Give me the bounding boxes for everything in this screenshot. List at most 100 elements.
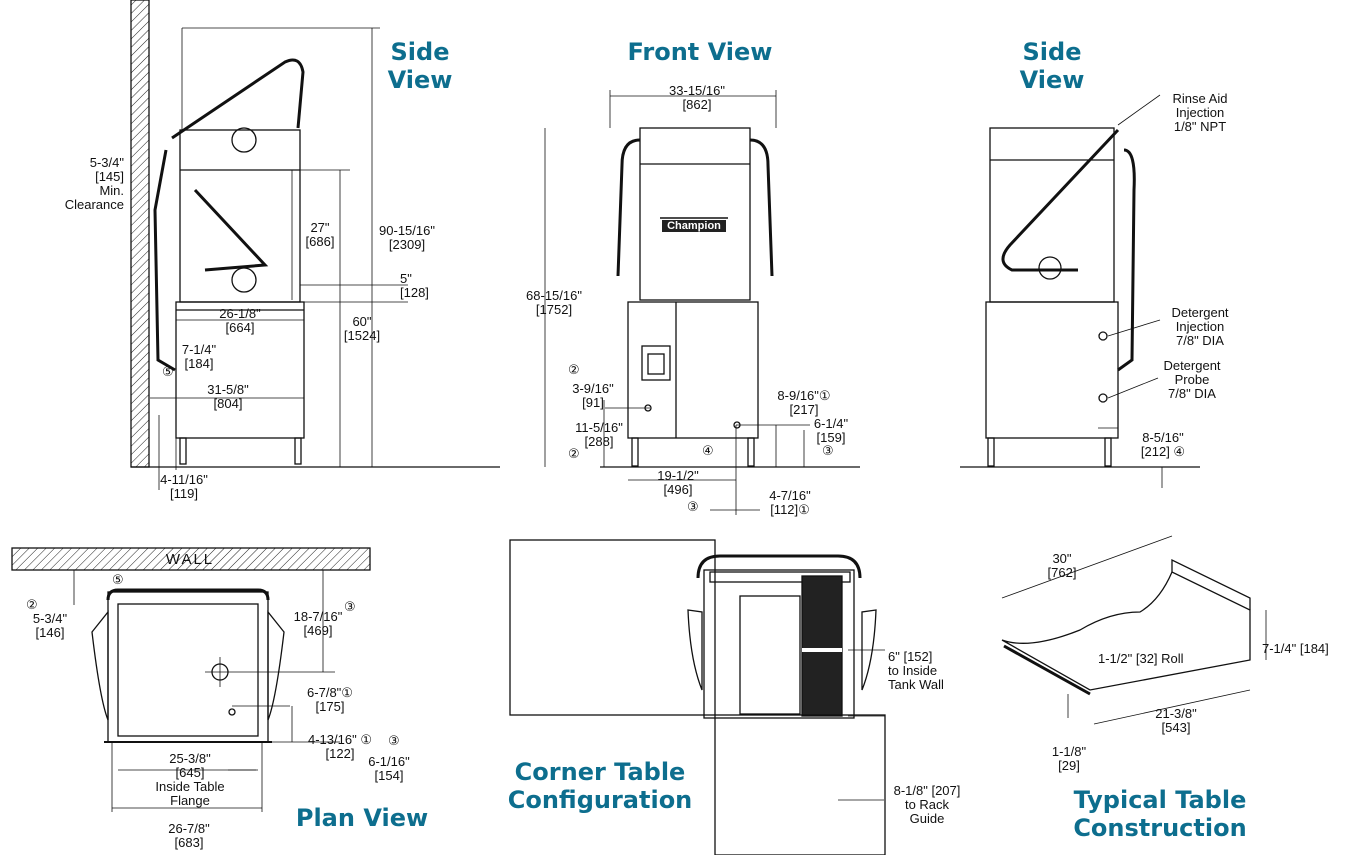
- dim-line: 19-1/2": [657, 468, 699, 483]
- table-d2-dim: 1-1/2" [32] Roll: [1098, 651, 1184, 666]
- dim-line: [119]: [170, 486, 198, 501]
- dim-line: Detergent: [1171, 305, 1229, 320]
- front-d6-dim: 4-7/16" [112]①: [760, 489, 820, 517]
- dim-line: Probe: [1174, 372, 1210, 387]
- dim-line: Detergent: [1163, 358, 1221, 373]
- dim-line: [686]: [305, 234, 335, 249]
- dim-line: [862]: [682, 97, 712, 112]
- dim-line: 7/8" DIA: [1168, 386, 1216, 401]
- total-height-dim: 90-15/16" [2309]: [372, 224, 442, 252]
- plan-d3-dim: 6-7/8"① [175]: [300, 686, 360, 714]
- dim-line: [1524]: [343, 328, 381, 343]
- dim-line: [112]①: [770, 502, 810, 517]
- dim-line: 6-1/4": [813, 416, 849, 431]
- title-line: Side: [1022, 38, 1082, 66]
- front-d5-dim: 19-1/2" [496]: [648, 469, 708, 497]
- dim-line: 33-15/16": [669, 83, 725, 98]
- title-line: Side: [390, 38, 450, 66]
- wall-label: WALL: [165, 551, 215, 568]
- dim-line: [645]: [175, 765, 205, 780]
- dim-line: [664]: [225, 320, 255, 335]
- dim-line: 18-7/16": [293, 609, 343, 624]
- dim-line: 1/8" NPT: [1173, 119, 1227, 134]
- dim-line: 4-11/16": [160, 472, 208, 487]
- dim-line: Flange: [170, 793, 210, 808]
- plan-note-5: ⑤: [112, 573, 124, 588]
- table-d3-dim: 7-1/4" [184]: [1262, 641, 1329, 656]
- dim-line: Guide: [909, 811, 945, 826]
- detergent-injection-label: Detergent Injection 7/8" DIA: [1158, 306, 1242, 348]
- dim-line: [154]: [374, 768, 404, 783]
- dim-line: 8-9/16"①: [777, 388, 831, 403]
- rail-dim: 5" [128]: [400, 272, 440, 300]
- plan-d2-dim: 18-7/16" [469]: [288, 610, 348, 638]
- plan-d6-dim: 25-3/8" [645] Inside Table Flange: [150, 752, 230, 808]
- dim-line: 3-9/16": [572, 381, 614, 396]
- dim-line: Inside Table: [155, 779, 225, 794]
- dim-line: [175]: [315, 699, 345, 714]
- note-4: ④: [702, 444, 714, 459]
- dim-line: [2309]: [388, 237, 426, 252]
- dim-line: Clearance: [64, 197, 124, 212]
- plan-d7-dim: 26-7/8" [683]: [154, 822, 224, 850]
- rinse-aid-label: Rinse Aid Injection 1/8" NPT: [1160, 92, 1240, 134]
- typical-table-title: Typical Table Construction: [1073, 786, 1247, 842]
- dim-line: Tank Wall: [888, 677, 944, 692]
- side-view-right-drawing: [960, 94, 1200, 488]
- clearance-dim: 5-3/4" [145] Min. Clearance: [60, 156, 124, 212]
- table-d1-dim: 30" [762]: [1040, 552, 1084, 580]
- note-2a: ②: [568, 363, 580, 378]
- corner-d1-dim: 6" [152] to Inside Tank Wall: [888, 650, 958, 692]
- side-view-left-title: Side View: [380, 38, 460, 94]
- dim-line: 6-1/16": [368, 754, 410, 769]
- arm-dim: 7-1/4" [184]: [174, 343, 224, 371]
- note-3a: ③: [822, 444, 834, 459]
- plan-note-2: ②: [26, 598, 38, 613]
- typical-table-drawing: [1001, 535, 1267, 725]
- table-d5-dim: 1-1/8" [29]: [1044, 745, 1094, 773]
- dim-line: 21-3/8": [1155, 706, 1197, 721]
- dim-line: [496]: [663, 482, 693, 497]
- dim-line: Min.: [99, 183, 124, 198]
- dim-line: 27": [310, 220, 330, 235]
- front-d2-dim: 11-5/16" [288]: [566, 421, 632, 449]
- dim-line: 8-1/8" [207]: [893, 783, 961, 798]
- plan-d4-dim: 4-13/16" ① [122]: [300, 733, 380, 761]
- side-view-left-drawing: [130, 0, 500, 490]
- dim-line: Rinse Aid: [1172, 91, 1228, 106]
- dim-line: [683]: [174, 835, 204, 850]
- dim-line: [145]: [95, 169, 124, 184]
- dim-line: 68-15/16": [526, 288, 582, 303]
- dim-line: 1-1/8": [1051, 744, 1087, 759]
- dim-line: [128]: [400, 285, 429, 300]
- title-line: View: [387, 66, 453, 94]
- dim-line: to Inside: [888, 663, 938, 678]
- door-open-dim: 27" [686]: [300, 221, 340, 249]
- front-height-dim: 68-15/16" [1752]: [518, 289, 590, 317]
- dim-line: 8-5/16": [1142, 430, 1184, 445]
- offset-dim: 4-11/16" [119]: [154, 473, 214, 501]
- dim-line: 11-5/16": [575, 420, 623, 435]
- plan-note-3b: ③: [388, 734, 400, 749]
- dim-line: to Rack: [904, 797, 950, 812]
- dim-line: 6-7/8"①: [307, 685, 353, 700]
- dim-line: 5-3/4": [89, 155, 124, 170]
- dim-line: 26-7/8": [168, 821, 210, 836]
- front-view-drawing: [544, 90, 860, 515]
- dim-line: [762]: [1047, 565, 1077, 580]
- side-right-d1-dim: 8-5/16" [212] ④: [1128, 431, 1198, 459]
- title-line: View: [1019, 66, 1085, 94]
- dim-line: 5-3/4": [32, 611, 68, 626]
- dim-line: 5": [400, 271, 412, 286]
- side-view-right-title: Side View: [1012, 38, 1092, 94]
- dim-line: [469]: [303, 623, 333, 638]
- dim-line: [288]: [584, 434, 614, 449]
- note-2b: ②: [568, 447, 580, 462]
- note-5: ⑤: [162, 365, 174, 380]
- corner-table-title: Corner Table Configuration: [500, 758, 700, 814]
- dim-line: 4-13/16" ①: [308, 732, 372, 747]
- corner-d2-dim: 8-1/8" [207] to Rack Guide: [884, 784, 970, 826]
- dim-line: [217]: [789, 402, 819, 417]
- note-3b: ③: [687, 500, 699, 515]
